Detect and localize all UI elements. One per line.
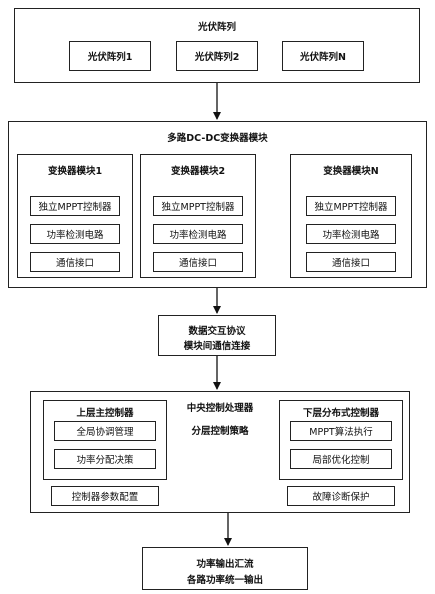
upper-controller-group: 上层主控制器 全局协调管理 功率分配决策 <box>43 400 167 480</box>
protocol-line-1: 数据交互协议 <box>188 326 246 337</box>
data-protocol-box: 数据交互协议 模块间通信连接 <box>158 315 276 356</box>
pv-array-title: 光伏阵列 <box>197 22 236 33</box>
pv-array-n: 光伏阵列N <box>282 41 364 71</box>
global-coordination-box: 全局协调管理 <box>54 421 156 441</box>
converter-module-1: 变换器模块1 独立MPPT控制器 功率检测电路 通信接口 <box>17 154 133 278</box>
power-detect-box: 功率检测电路 <box>153 224 243 244</box>
central-processor-title: 中央控制处理器 <box>186 403 254 414</box>
mppt-controller-box: 独立MPPT控制器 <box>153 196 243 216</box>
lower-controller-title: 下层分布式控制器 <box>302 408 379 419</box>
dcdc-converter-group: 多路DC-DC变换器模块 变换器模块1 独立MPPT控制器 功率检测电路 通信接… <box>8 121 427 288</box>
mppt-controller-box: 独立MPPT控制器 <box>30 196 120 216</box>
local-optimization-box: 局部优化控制 <box>290 449 392 469</box>
power-detect-box: 功率检测电路 <box>30 224 120 244</box>
layered-strategy-label: 分层控制策略 <box>191 426 249 437</box>
converter-module-title: 变换器模块2 <box>170 166 226 177</box>
power-allocation-box: 功率分配决策 <box>54 449 156 469</box>
lower-controller-group: 下层分布式控制器 MPPT算法执行 局部优化控制 <box>279 400 403 480</box>
converter-module-n: 变换器模块N 独立MPPT控制器 功率检测电路 通信接口 <box>290 154 412 278</box>
protocol-line-2: 模块间通信连接 <box>183 341 251 352</box>
pv-array-2: 光伏阵列2 <box>176 41 258 71</box>
comm-interface-box: 通信接口 <box>30 252 120 272</box>
power-detect-box: 功率检测电路 <box>306 224 396 244</box>
pv-array-group: 光伏阵列 光伏阵列1 光伏阵列2 光伏阵列N <box>14 8 420 83</box>
mppt-controller-box: 独立MPPT控制器 <box>306 196 396 216</box>
dcdc-converter-title: 多路DC-DC变换器模块 <box>167 133 268 144</box>
pv-array-1: 光伏阵列1 <box>69 41 151 71</box>
output-line-1: 功率输出汇流 <box>196 559 254 570</box>
converter-module-2: 变换器模块2 独立MPPT控制器 功率检测电路 通信接口 <box>140 154 256 278</box>
comm-interface-box: 通信接口 <box>153 252 243 272</box>
comm-interface-box: 通信接口 <box>306 252 396 272</box>
upper-controller-title: 上层主控制器 <box>76 408 134 419</box>
converter-module-title: 变换器模块N <box>323 166 379 177</box>
controller-param-box: 控制器参数配置 <box>51 486 159 506</box>
mppt-algorithm-box: MPPT算法执行 <box>290 421 392 441</box>
converter-module-title: 变换器模块1 <box>47 166 103 177</box>
fault-diagnosis-box: 故障诊断保护 <box>287 486 395 506</box>
output-line-2: 各路功率统一输出 <box>186 575 263 586</box>
central-processor-group: 中央控制处理器 分层控制策略 上层主控制器 全局协调管理 功率分配决策 下层分布… <box>30 391 410 513</box>
power-output-box: 功率输出汇流 各路功率统一输出 <box>142 547 308 590</box>
